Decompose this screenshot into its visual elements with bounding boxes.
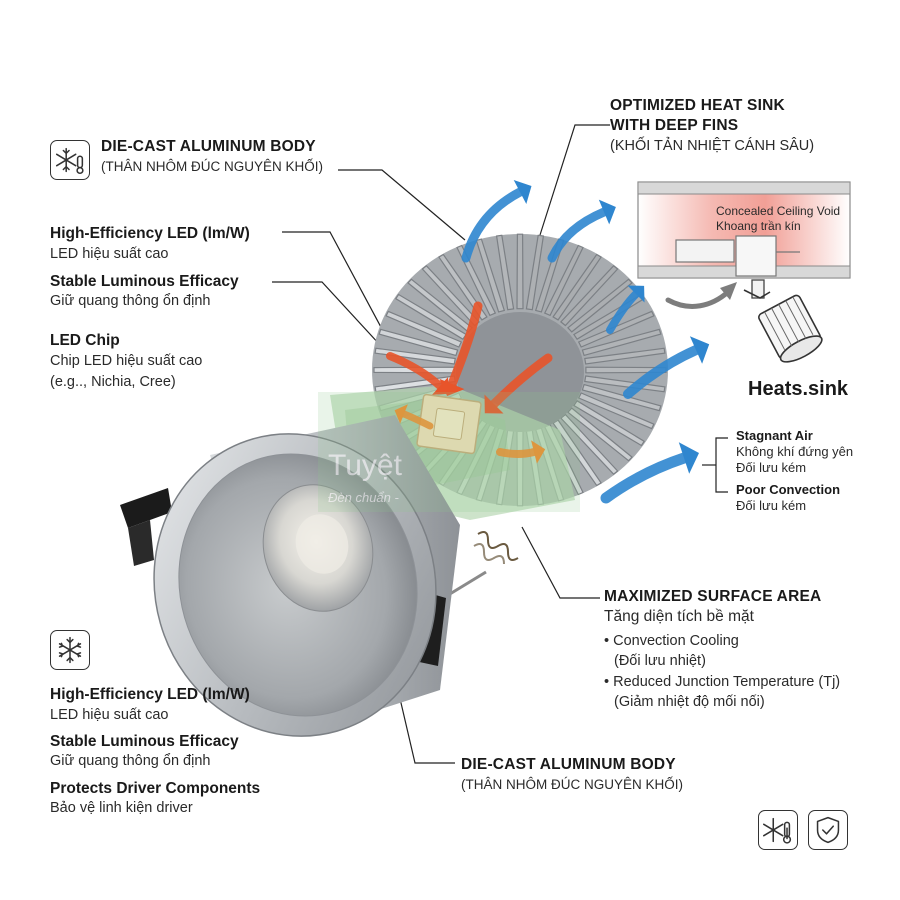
ceiling-line2: Khoang trần kín bbox=[716, 219, 801, 233]
heat-sink-fin bbox=[584, 347, 666, 365]
surface-b2: • Reduced Junction Temperature (Tj) bbox=[604, 674, 841, 690]
cool-arrow-head bbox=[689, 336, 710, 364]
warm-arrow-head bbox=[531, 440, 546, 464]
led-bottom-sub: LED hiệu suất cao bbox=[50, 707, 169, 723]
warm-arrow-shaft bbox=[400, 410, 434, 430]
surface-b2s: (Giảm nhiệt độ mối nối) bbox=[614, 694, 765, 710]
hot-arrow-shaft bbox=[447, 301, 483, 389]
body-top-sub: (THÂN NHÔM ĐÚC NGUYÊN KHỐI) bbox=[101, 159, 323, 174]
heat-sink-fin bbox=[585, 366, 667, 374]
heat-sink-fin bbox=[543, 244, 584, 317]
body-top-title: DIE-CAST ALUMINUM BODY bbox=[101, 138, 316, 155]
snowflake-icon bbox=[50, 630, 90, 670]
surface-b1: • Convection Cooling bbox=[604, 633, 739, 649]
watermark: Tuyệt Đèn chuẩn - bbox=[318, 392, 580, 512]
cool-arrow-shaft bbox=[600, 452, 690, 504]
heat-sink-fin bbox=[581, 328, 662, 357]
poor-title: Poor Convection bbox=[736, 482, 841, 497]
chip-sub1: Chip LED hiệu suất cao bbox=[50, 353, 203, 369]
chip-sub2: (e.g.., Nichia, Cree) bbox=[50, 374, 176, 390]
cool-arrow-shaft bbox=[606, 290, 640, 334]
heat-sink-fin bbox=[552, 253, 602, 321]
heat-sink-fin bbox=[567, 278, 633, 333]
efficacy-top-title: Stable Luminous Efficacy bbox=[50, 273, 239, 290]
surface-b1s: (Đối lưu nhiệt) bbox=[614, 653, 706, 669]
shield-check-icon bbox=[808, 810, 848, 850]
snowflake-thermometer-icon bbox=[50, 140, 90, 180]
heat-sink-fin bbox=[378, 328, 459, 357]
heat-sink-fin bbox=[516, 233, 524, 310]
heat-sink-fin bbox=[577, 310, 655, 348]
cool-arrow-head bbox=[678, 442, 699, 474]
heat-sink-fin bbox=[573, 399, 646, 447]
heat-sink-fin bbox=[385, 310, 463, 348]
led-bottom-title: High-Efficiency LED (lm/W) bbox=[50, 686, 250, 703]
heat-sink-fin bbox=[475, 238, 506, 313]
led-top-title: High-Efficiency LED (lm/W) bbox=[50, 225, 250, 242]
stagnant-title: Stagnant Air bbox=[736, 428, 813, 443]
surface-title: MAXIMIZED SURFACE AREA bbox=[604, 588, 822, 605]
cool-arrow-head bbox=[598, 199, 616, 225]
warm-arrow-head bbox=[394, 404, 408, 424]
poor-sub: Đối lưu kém bbox=[736, 498, 807, 513]
snowflake-thermometer-icon bbox=[758, 810, 798, 850]
stagnant-sub1: Không khí đứng yên bbox=[736, 444, 854, 459]
ceiling-void-inset bbox=[637, 181, 851, 363]
heatsink-sub: (KHỐI TẢN NHIỆT CÁNH SÂU) bbox=[610, 138, 815, 154]
efficacy-top-sub: Giữ quang thông ổn định bbox=[50, 293, 211, 309]
heat-sink-fin bbox=[581, 383, 662, 412]
heatsink-title1: OPTIMIZED HEAT SINK bbox=[610, 97, 785, 114]
ceiling-line1: Concealed Ceiling Void bbox=[716, 204, 841, 218]
driver-sub: Bảo vệ linh kiện driver bbox=[50, 800, 193, 816]
watermark-line2: Đèn chuẩn - bbox=[328, 490, 399, 505]
cool-arrow-shaft bbox=[623, 345, 701, 399]
aluminum-body bbox=[120, 415, 460, 737]
heat-sink-fin bbox=[495, 234, 515, 311]
watermark-line1: Tuyệt bbox=[328, 449, 403, 482]
heats-sink-label: Heats.sink bbox=[748, 378, 849, 400]
cool-arrow-shaft bbox=[461, 187, 525, 263]
stagnant-sub2: Đối lưu kém bbox=[736, 460, 807, 475]
heat-sink-fin bbox=[560, 264, 619, 327]
heat-sink-fin bbox=[525, 234, 545, 311]
hot-arrow-shaft bbox=[489, 353, 553, 409]
efficacy-bottom-title: Stable Luminous Efficacy bbox=[50, 733, 239, 750]
hot-arrow-shaft bbox=[386, 352, 444, 390]
hot-arrow-head bbox=[432, 377, 449, 395]
cool-arrow-head bbox=[627, 285, 645, 303]
cool-arrow-shaft bbox=[547, 207, 609, 263]
efficacy-bottom-sub: Giữ quang thông ổn định bbox=[50, 753, 211, 769]
heat-sink-fin bbox=[456, 244, 497, 317]
body-bottom-sub: (THÂN NHÔM ĐÚC NGUYÊN KHỐI) bbox=[461, 777, 683, 792]
heat-sink-fin bbox=[577, 392, 655, 430]
airflow-arrows bbox=[386, 180, 710, 504]
warm-arrow-shaft bbox=[496, 448, 538, 458]
body-bottom-title: DIE-CAST ALUMINUM BODY bbox=[461, 756, 676, 773]
heat-sink-fin bbox=[567, 407, 633, 462]
led-top-sub: LED hiệu suất cao bbox=[50, 246, 169, 262]
driver-title: Protects Driver Components bbox=[50, 780, 261, 797]
heatsink-title2: WITH DEEP FINS bbox=[610, 117, 739, 134]
surface-sub: Tăng diện tích bề mặt bbox=[604, 608, 754, 625]
chip-title: LED Chip bbox=[50, 332, 120, 349]
hot-arrow-head bbox=[484, 394, 504, 414]
cool-arrow-head bbox=[513, 180, 532, 204]
